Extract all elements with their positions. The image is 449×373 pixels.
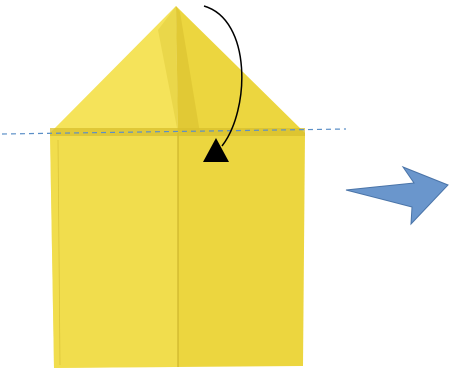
paper-lower-left-panel	[50, 133, 178, 368]
paper-sheet	[50, 6, 305, 368]
paper-top-left-flap	[50, 6, 178, 133]
next-step-arrow-icon	[346, 167, 448, 224]
